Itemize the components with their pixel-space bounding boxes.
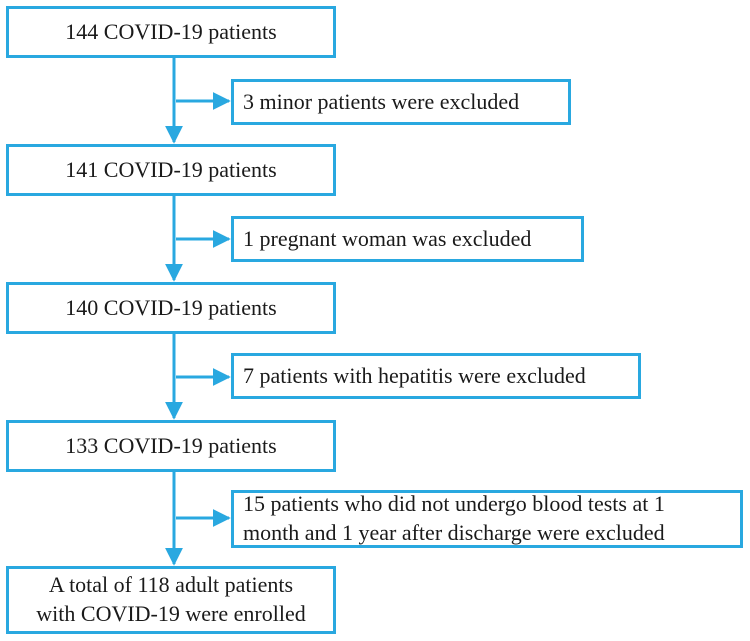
step-box-140: 140 COVID-19 patients	[6, 282, 336, 334]
step-box-141: 141 COVID-19 patients	[6, 144, 336, 196]
step-label: 141 COVID-19 patients	[65, 156, 277, 182]
step-label: 144 COVID-19 patients	[65, 18, 277, 44]
exclusion-label-line2: month and 1 year after discharge were ex…	[243, 520, 665, 545]
exclusion-label-line1: 15 patients who did not undergo blood te…	[243, 491, 665, 517]
exclusion-box-pregnant: 1 pregnant woman was excluded	[231, 216, 584, 262]
exclusion-label: 7 patients with hepatitis were excluded	[243, 362, 586, 388]
exclusion-box-blood-tests: 15 patients who did not undergo blood te…	[231, 490, 743, 548]
exclusion-box-hepatitis: 7 patients with hepatitis were excluded	[231, 353, 641, 399]
step-label: 140 COVID-19 patients	[65, 294, 277, 320]
step-box-144: 144 COVID-19 patients	[6, 6, 336, 58]
step-box-133: 133 COVID-19 patients	[6, 420, 336, 472]
final-enrolled-box: A total of 118 adult patients with COVID…	[6, 566, 336, 634]
final-label-line2: with COVID-19 were enrolled	[36, 601, 306, 626]
step-label: 133 COVID-19 patients	[65, 432, 277, 458]
exclusion-label: 1 pregnant woman was excluded	[243, 225, 532, 251]
exclusion-label: 3 minor patients were excluded	[243, 88, 520, 114]
exclusion-box-minor: 3 minor patients were excluded	[231, 79, 571, 125]
final-label-line1: A total of 118 adult patients	[48, 572, 294, 598]
